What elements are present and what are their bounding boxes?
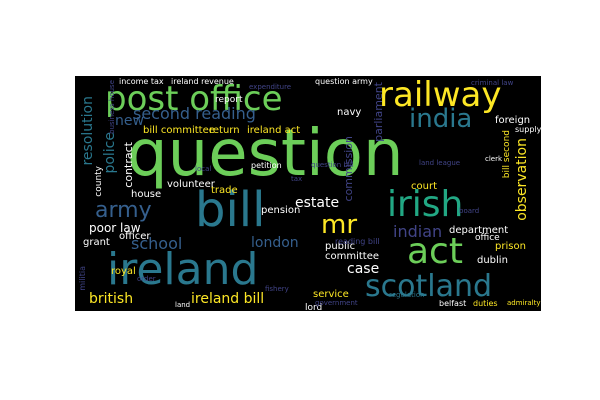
word-public: public [325, 241, 356, 252]
word-question-army: question army [315, 77, 373, 86]
word-navy: navy [337, 107, 362, 118]
word-petition: petition [251, 161, 282, 170]
word-regulation: regulation [389, 291, 425, 299]
word-british: british [89, 291, 134, 307]
word-cloud-image: question ireland bill post office railwa… [75, 76, 541, 311]
word-foreign: foreign [495, 115, 531, 126]
word-bill-committee: bill committee [143, 125, 215, 136]
word-lord: lord [305, 303, 323, 312]
word-ireland-bill: ireland bill [191, 291, 265, 307]
word-school: school [131, 234, 183, 253]
word-duties: duties [473, 299, 498, 308]
word-ireland-revenue: ireland revenue [171, 77, 234, 86]
word-prison: prison [495, 241, 526, 252]
word-belfast: belfast [439, 299, 467, 308]
word-bill: bill [195, 182, 266, 238]
word-trade: trade [211, 185, 238, 196]
word-board: board [459, 207, 480, 215]
word-post-office: post office [105, 79, 283, 119]
word-estate: estate [295, 195, 340, 211]
word-case: case [347, 261, 380, 277]
word-court: court [411, 181, 437, 192]
word-service: service [313, 289, 349, 300]
word-fishery: fishery [265, 285, 289, 293]
word-return: return [209, 125, 240, 136]
word-business-house: business house [108, 80, 116, 134]
word-reading-bill: reading bill [335, 237, 380, 246]
word-act: act [407, 231, 463, 272]
word-bill-second: bill second [502, 130, 512, 179]
word-pension: pension [261, 205, 301, 216]
word-army: army [95, 198, 152, 223]
word-criminal-law: criminal law [471, 79, 514, 87]
word-india: india [409, 104, 473, 134]
word-militia: militia [78, 266, 87, 291]
word-ireland-act: ireland act [247, 125, 301, 136]
word-officer: officer [119, 231, 151, 242]
word-contract: contract [122, 142, 135, 188]
word-poor-law: poor law [89, 221, 141, 235]
word-expenditure: expenditure [249, 83, 292, 91]
word-dublin: dublin [477, 255, 508, 266]
word-second-reading: second reading [133, 104, 256, 123]
word-tax: tax [291, 175, 303, 183]
word-royal: royal [111, 266, 136, 277]
word-office: office [475, 233, 500, 243]
word-london: london [251, 235, 299, 251]
word-income-tax: income tax [119, 77, 164, 86]
word-volunteer: volunteer [167, 179, 215, 190]
word-observation: observation [514, 138, 530, 221]
word-resolution: resolution [80, 96, 96, 166]
word-indian: indian [393, 222, 443, 241]
word-report: report [215, 95, 243, 105]
word-scotland: scotland [365, 269, 493, 304]
word-department: department [449, 225, 509, 236]
word-local: local [195, 165, 212, 173]
word-ireland: ireland [107, 244, 259, 295]
word-admiralty: admiralty [507, 299, 541, 307]
word-government: government [315, 299, 358, 307]
word-question: question [127, 117, 404, 191]
word-question-bill: question bill [311, 161, 354, 169]
word-land-league: land league [419, 159, 461, 167]
word-house: house [131, 189, 162, 200]
word-land: land [175, 301, 191, 309]
word-railway: railway [379, 76, 502, 115]
word-new: new [115, 113, 144, 129]
word-irish: irish [387, 184, 464, 225]
word-grant: grant [83, 237, 110, 248]
word-clerk: clerk [485, 155, 503, 163]
word-order: order [137, 275, 156, 283]
word-parliament: parliament [372, 82, 385, 142]
word-supply: supply [515, 125, 541, 134]
word-police: police [102, 132, 118, 174]
word-county: county [94, 166, 104, 197]
word-mr: mr [321, 210, 358, 240]
word-committee: committee [325, 251, 380, 262]
